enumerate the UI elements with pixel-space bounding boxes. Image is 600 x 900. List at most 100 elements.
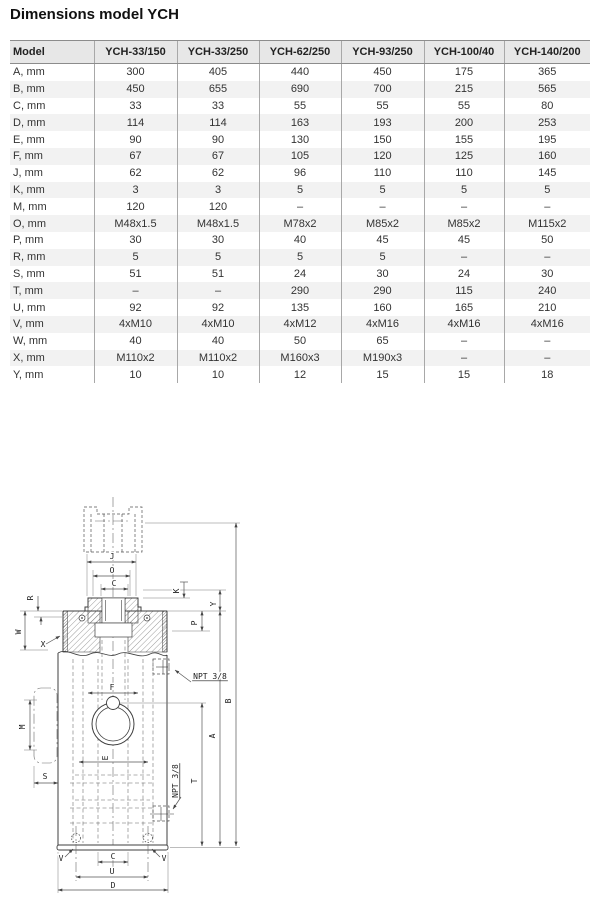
- row-label: B, mm: [13, 83, 45, 96]
- cell-value: 210: [503, 299, 590, 316]
- cell-value: 24: [258, 265, 341, 283]
- svg-text:E: E: [101, 755, 110, 760]
- svg-text:F: F: [110, 683, 115, 692]
- port-callout-label: NPT 3/8: [192, 671, 228, 683]
- cell-value: 40: [93, 332, 177, 350]
- svg-text:NPT 3/8: NPT 3/8: [171, 764, 180, 798]
- page-title: Dimensions model YCH: [10, 6, 179, 23]
- svg-text:K: K: [172, 588, 181, 593]
- cell-value: 15: [423, 366, 504, 384]
- svg-text:V: V: [59, 854, 64, 863]
- cylinder-body: [56, 640, 169, 851]
- column-header-model: YCH-93/250: [340, 40, 424, 64]
- port-callout-label: NPT 3/8: [170, 763, 182, 799]
- dim-label: W: [13, 628, 25, 636]
- leader-lines: [45, 635, 192, 858]
- cell-value: 690: [258, 80, 341, 98]
- dim-label: A: [207, 732, 219, 740]
- cell-value: 55: [423, 97, 504, 115]
- cell-value: 10: [176, 366, 259, 384]
- cell-value: 55: [258, 97, 341, 115]
- column-header-model: YCH-100/40: [423, 40, 504, 64]
- cell-value: 5: [340, 248, 424, 266]
- cell-value: 405: [176, 63, 259, 81]
- cell-value: M160x3: [258, 349, 341, 367]
- cell-value: 40: [258, 231, 341, 249]
- cell-value: 4xM16: [503, 315, 590, 333]
- port-lower: [150, 805, 174, 822]
- cell-value: 96: [258, 164, 341, 182]
- cell-value: 135: [258, 299, 341, 316]
- svg-text:R: R: [26, 595, 35, 600]
- cell-value: 92: [176, 299, 259, 316]
- svg-text:NPT 3/8: NPT 3/8: [193, 672, 227, 681]
- cell-value: 4xM10: [93, 315, 177, 333]
- row-label: R, mm: [13, 251, 46, 264]
- cell-value: 160: [340, 299, 424, 316]
- row-label: S, mm: [13, 267, 45, 280]
- cell-value: 120: [93, 198, 177, 216]
- cell-value: 30: [340, 265, 424, 283]
- svg-text:B: B: [224, 698, 233, 703]
- cell-value: 120: [340, 147, 424, 165]
- svg-text:O: O: [110, 566, 115, 575]
- dim-label: V: [57, 853, 65, 865]
- spring-hidden-lines: [70, 774, 153, 824]
- cell-value: 110: [423, 164, 504, 182]
- dim-label: U: [108, 866, 116, 878]
- cell-value: 67: [93, 147, 177, 165]
- cell-value: 175: [423, 63, 504, 81]
- column-header-label: Model: [10, 40, 94, 64]
- cell-value: 114: [93, 114, 177, 132]
- dimension-lines: [23, 522, 238, 892]
- row-label: F, mm: [13, 150, 43, 163]
- cell-value: 45: [423, 231, 504, 249]
- cell-value: 12: [258, 366, 341, 384]
- row-label: C, mm: [13, 99, 46, 112]
- cell-value: –: [423, 248, 504, 266]
- cell-value: 33: [176, 97, 259, 115]
- cell-value: M48x1.5: [176, 215, 259, 232]
- svg-text:V: V: [162, 854, 167, 863]
- bottom-mounting-holes: [71, 826, 153, 881]
- svg-text:S: S: [43, 772, 48, 781]
- rod-end-nut-hidden: [83, 506, 143, 553]
- cell-value: 51: [176, 265, 259, 283]
- cell-value: –: [423, 349, 504, 367]
- cell-value: 4xM12: [258, 315, 341, 333]
- svg-text:C: C: [111, 852, 116, 861]
- cell-value: –: [503, 332, 590, 350]
- cell-value: –: [423, 332, 504, 350]
- cell-value: 90: [93, 131, 177, 148]
- cell-value: 5: [258, 181, 341, 199]
- cell-value: 365: [503, 63, 590, 81]
- dim-label: P: [189, 619, 201, 627]
- gland-cap: [84, 597, 142, 638]
- dim-label: K: [171, 587, 183, 595]
- cell-value: 5: [340, 181, 424, 199]
- row-label: X, mm: [13, 351, 45, 364]
- cell-value: 5: [93, 248, 177, 266]
- cell-value: 155: [423, 131, 504, 148]
- cell-value: 40: [176, 332, 259, 350]
- cell-value: 110: [340, 164, 424, 182]
- cell-value: 450: [340, 63, 424, 81]
- cell-value: 160: [503, 147, 590, 165]
- cell-value: 62: [93, 164, 177, 182]
- cell-value: –: [93, 282, 177, 300]
- row-label: K, mm: [13, 183, 45, 196]
- cell-value: 30: [93, 231, 177, 249]
- cell-value: 5: [423, 181, 504, 199]
- cell-value: 150: [340, 131, 424, 148]
- column-header-model: YCH-140/200: [503, 40, 590, 64]
- svg-text:U: U: [110, 867, 115, 876]
- svg-text:J: J: [110, 552, 115, 561]
- cell-value: –: [258, 198, 341, 216]
